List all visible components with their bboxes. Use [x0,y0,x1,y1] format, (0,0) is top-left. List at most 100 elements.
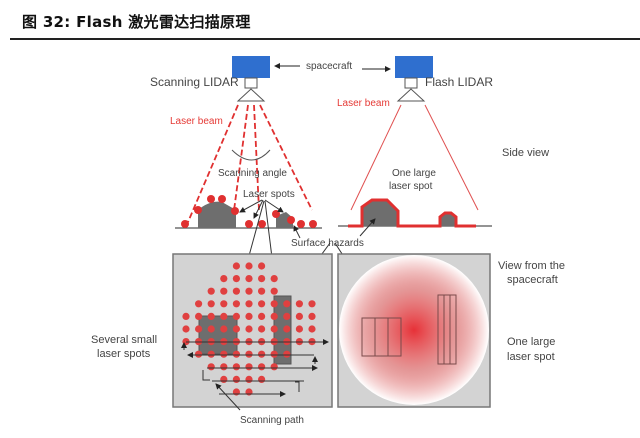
spacecraft-left [232,56,270,78]
flash-laser-spot [339,255,489,405]
scanning-angle-arc [231,149,271,161]
one-large-spot-side-line2: laser spot [389,181,433,192]
title-divider [10,38,640,40]
laser-spot [232,325,240,333]
view-from-line1: View from the [498,260,565,272]
several-small-line1: Several small [91,334,157,346]
laser-spot [270,350,278,358]
laser-spot [195,300,203,308]
laser-spot [232,388,240,396]
laser-spot [258,363,266,371]
laser-spot [295,325,303,333]
flash-laser-spot-outline [348,198,476,228]
laser-spot [232,363,240,371]
laser-spot [295,300,303,308]
laser-spot [308,312,316,320]
laser-spot [258,312,266,320]
laser-spot [232,262,240,270]
laser-spot [232,375,240,383]
hazard-large-left [198,201,236,228]
laser-spot [270,300,278,308]
laser-spots-side [181,195,317,228]
laser-spot [245,388,253,396]
laser-spot [220,312,228,320]
laser-spot [245,262,253,270]
laser-spot [220,350,228,358]
hazard-small-right [440,213,456,226]
laser-spot [245,375,253,383]
scanning-lidar-sensor [244,77,258,89]
scanning-lidar-lens [236,88,266,102]
spacecraft-right [395,56,433,78]
flash-laser-beams [350,104,479,211]
laser-spot [283,350,291,358]
laser-spot [245,300,253,308]
laser-spot [270,363,278,371]
scanning-laser-beams [187,104,313,223]
laser-spot [270,325,278,333]
laser-spot [258,325,266,333]
laser-spot [207,300,215,308]
flash-lidar-lens [396,88,426,102]
laser-spot [245,350,253,358]
laser-spot [195,312,203,320]
flash-lidar-sensor [404,77,418,89]
laser-spot [283,325,291,333]
laser-spot [207,312,215,320]
scanning-path-label: Scanning path [240,415,304,426]
laser-spot [258,350,266,358]
laser-spot [258,262,266,270]
flash-lidar-label: Flash LIDAR [425,75,493,89]
several-small-line2: laser spots [97,348,151,360]
laser-spots-label: Laser spots [243,189,295,200]
laser-spot [207,325,215,333]
laser-spot [245,312,253,320]
laser-spot [245,363,253,371]
laser-spot [258,300,266,308]
laser-spot [220,287,228,295]
laser-spot [232,312,240,320]
laser-spot [245,275,253,283]
laser-spot [232,275,240,283]
laser-spot [195,350,203,358]
laser-spot [220,363,228,371]
laser-spot [270,287,278,295]
flash-hazard-strip [437,294,457,365]
hazard-top-view-square [198,315,238,355]
laser-spot [295,312,303,320]
one-large-spot-side-line1: One large [392,168,436,179]
laser-spot [220,375,228,383]
laser-spot [182,312,190,320]
laser-spot [232,300,240,308]
laser-spot [245,287,253,295]
laser-spot [283,312,291,320]
scanning-path-pointer [215,383,241,411]
one-large-right-line2: laser spot [507,351,555,363]
laser-spot [308,300,316,308]
laser-spot [220,325,228,333]
laser-spot [258,375,266,383]
laser-spot [207,287,215,295]
scanning-lidar-label: Scanning LIDAR [150,75,239,89]
laser-spot [220,300,228,308]
laser-spot [258,287,266,295]
laser-spot [283,300,291,308]
laser-beam-left-label: Laser beam [170,116,223,127]
laser-beam-right-label: Laser beam [337,98,390,109]
hazard-small-left [276,212,293,228]
laser-spot [207,350,215,358]
laser-spot [308,325,316,333]
surface-hazards-label: Surface hazards [291,238,364,249]
laser-spot [195,325,203,333]
spacecraft-label: spacecraft [306,61,352,72]
laser-spot [245,325,253,333]
laser-spot [270,275,278,283]
scanning-path-arrows [181,339,329,397]
laser-spot [182,325,190,333]
figure-title: 图 32: Flash 激光雷达扫描原理 [22,13,251,31]
scanning-angle-label: Scanning angle [218,168,287,179]
laser-spot [270,312,278,320]
laser-spot [207,363,215,371]
laser-spot [232,287,240,295]
